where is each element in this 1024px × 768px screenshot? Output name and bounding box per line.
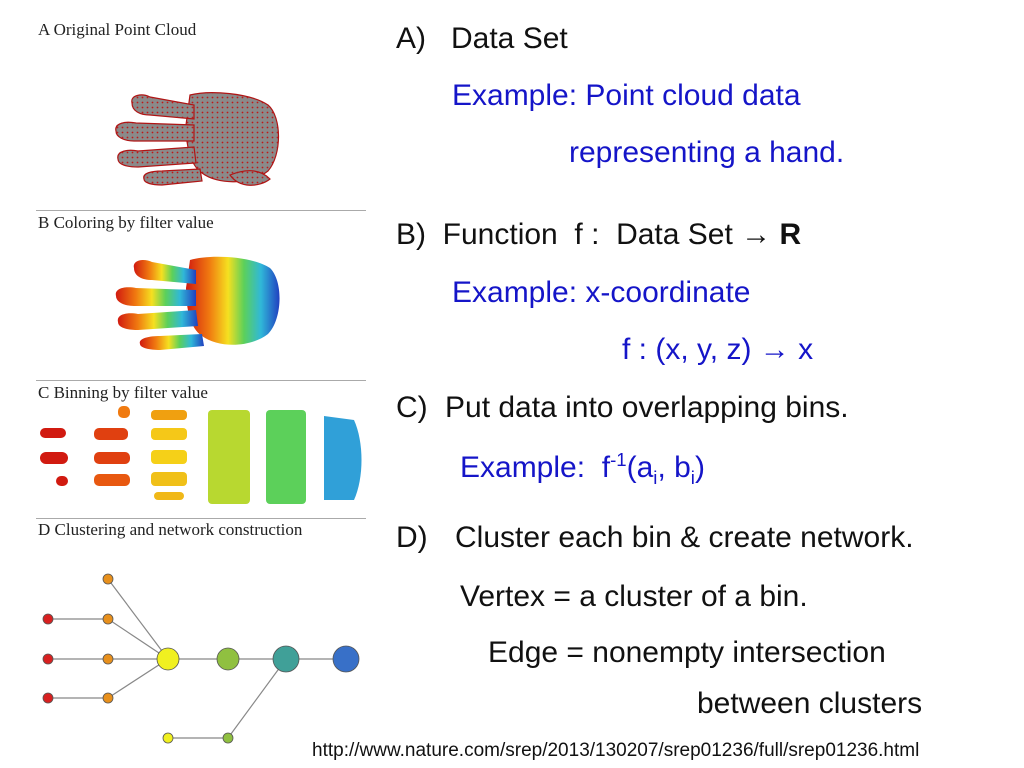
bin-3 (118, 406, 187, 500)
bin-4 (208, 410, 250, 504)
arrow-icon: → (741, 218, 772, 251)
node (102, 613, 114, 625)
item-c-b: , b (657, 451, 691, 484)
item-c-a: (a (626, 451, 654, 484)
item-d-vertex: Vertex = a cluster of a bin. (460, 580, 808, 613)
panel-b-caption: B Coloring by filter value (38, 213, 214, 232)
item-b-title: Function f : Data Set (442, 218, 742, 251)
node (272, 645, 300, 673)
bin-1 (40, 428, 68, 486)
panel-d-caption: D Clustering and network construction (38, 520, 303, 539)
item-b-example-2-text: f : (x, y, z) (622, 333, 760, 366)
arrow-icon: → (759, 333, 790, 366)
node (222, 732, 234, 744)
subscript-i: i (690, 467, 695, 488)
divider (36, 380, 366, 381)
item-c-example-text: Example: f (460, 451, 611, 484)
panel-c-caption: C Binning by filter value (38, 383, 208, 402)
item-b-example-1: Example: x-coordinate (452, 276, 751, 309)
bin-6 (324, 416, 362, 500)
item-d-edge-1: Edge = nonempty intersection (488, 636, 886, 669)
item-c-example: Example: f-1(ai, bi) (460, 449, 705, 489)
inverse-superscript: -1 (610, 449, 627, 470)
item-d-label: D) (396, 521, 428, 554)
item-a-title: Data Set (451, 22, 568, 55)
bin-5 (266, 410, 306, 504)
node (42, 613, 54, 625)
node (216, 647, 240, 671)
item-c-close: ) (694, 451, 705, 484)
item-d-edge-2: between clusters (697, 687, 923, 720)
node (102, 653, 114, 665)
item-c-label: C) (396, 391, 428, 424)
bin-2 (94, 428, 130, 486)
node (332, 645, 360, 673)
item-c-title: Put data into overlapping bins. (445, 391, 849, 424)
node (102, 692, 114, 704)
panel-a-caption: A Original Point Cloud (38, 20, 197, 39)
item-a-example-2: representing a hand. (569, 136, 845, 169)
item-b-line: B) Function f : Data Set → R (396, 218, 801, 252)
node (42, 653, 54, 665)
subscript-i: i (653, 467, 658, 488)
real-numbers-symbol: R (779, 218, 802, 251)
node (102, 573, 114, 585)
item-b-example-2-x: x (789, 333, 814, 366)
binned-hand (40, 406, 362, 504)
divider (36, 210, 366, 211)
item-a-example-1: Example: Point cloud data (452, 79, 801, 112)
node (42, 692, 54, 704)
item-b-label: B) (396, 218, 426, 251)
node (162, 732, 174, 744)
item-d-title: Cluster each bin & create network. (455, 521, 914, 554)
node (156, 647, 180, 671)
colored-hand (115, 256, 280, 350)
point-cloud-hand (115, 92, 279, 186)
item-a-label: A) (396, 22, 426, 55)
item-b-example-2: f : (x, y, z) → x (622, 333, 813, 367)
network-graph (42, 573, 360, 744)
source-url: http://www.nature.com/srep/2013/130207/s… (312, 740, 920, 761)
divider (36, 518, 366, 519)
